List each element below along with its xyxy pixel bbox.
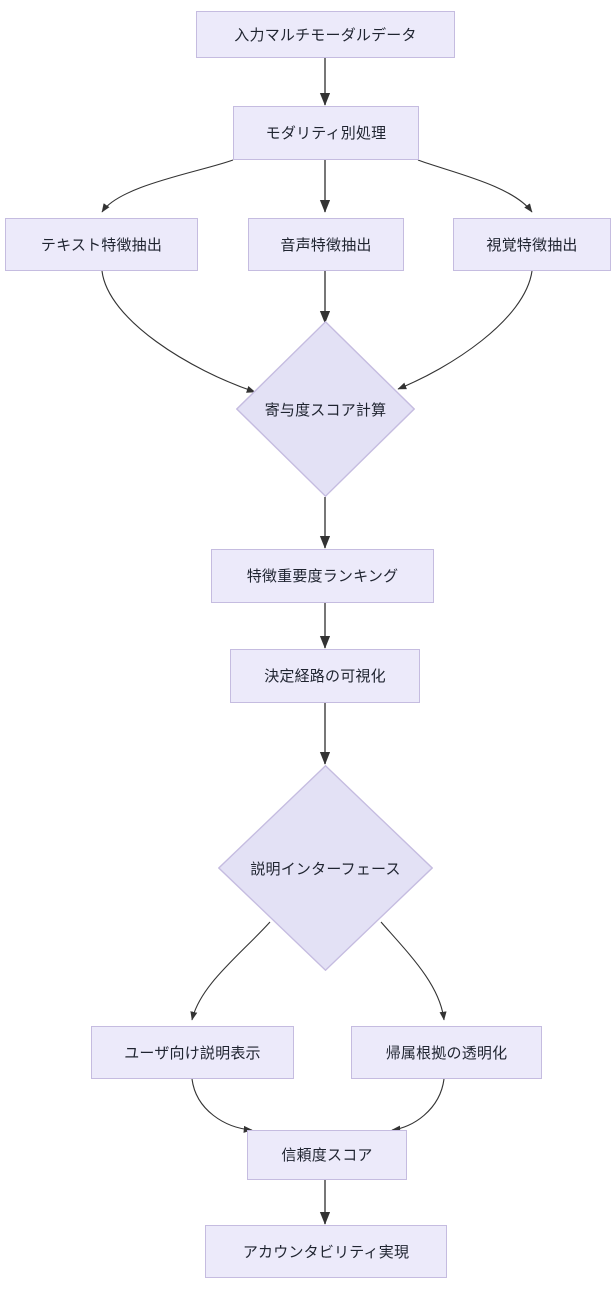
diamond-shape-explanation-interface — [218, 765, 433, 971]
node-explanation-interface[interactable]: 説明インターフェース — [218, 765, 433, 971]
node-modality[interactable]: モダリティ別処理 — [233, 106, 419, 160]
edge-interface-to-user-expl — [190, 921, 271, 1021]
node-user-facing-explanation-label: ユーザ向け説明表示 — [124, 1043, 261, 1062]
node-feature-importance-ranking-label: 特徴重要度ランキング — [246, 567, 399, 585]
node-visual-feature-extraction[interactable]: 視覚特徴抽出 — [453, 218, 611, 271]
node-attribution-transparency-label: 帰属根拠の透明化 — [385, 1043, 508, 1062]
node-accountability-realization[interactable]: アカウンタビリティ実現 — [205, 1225, 447, 1278]
diamond-shape-contribution-score — [236, 321, 415, 497]
node-text-feature-extraction[interactable]: テキスト特徴抽出 — [5, 218, 198, 271]
edge-interface-to-attribution — [380, 921, 447, 1021]
edge-modality-to-text-feat — [101, 159, 234, 213]
node-attribution-transparency[interactable]: 帰属根拠の透明化 — [351, 1026, 542, 1079]
node-contribution-score[interactable]: 寄与度スコア計算 — [236, 321, 415, 497]
node-feature-importance-ranking[interactable]: 特徴重要度ランキング — [211, 549, 434, 603]
node-audio-feature-extraction-label: 音声特徴抽出 — [280, 235, 372, 254]
node-modality-label: モダリティ別処理 — [265, 124, 387, 142]
node-contribution-score-label: 寄与度スコア計算 — [264, 400, 387, 419]
node-audio-feature-extraction[interactable]: 音声特徴抽出 — [248, 218, 404, 271]
node-visual-feature-extraction-label: 視覚特徴抽出 — [486, 235, 578, 254]
node-confidence-score[interactable]: 信頼度スコア — [247, 1130, 407, 1180]
node-explanation-interface-label: 説明インターフェース — [250, 859, 401, 878]
edge-attribution-to-confidence — [391, 1078, 445, 1133]
node-input-label: 入力マルチモーダルデータ — [234, 25, 417, 44]
node-accountability-realization-label: アカウンタビリティ実現 — [242, 1242, 410, 1261]
node-decision-path-visualization[interactable]: 決定経路の可視化 — [230, 649, 420, 703]
edge-user-expl-to-confidence — [191, 1078, 253, 1133]
edge-text-feat-to-contrib — [101, 270, 256, 393]
node-input[interactable]: 入力マルチモーダルデータ — [196, 11, 455, 58]
node-text-feature-extraction-label: テキスト特徴抽出 — [40, 235, 163, 254]
edge-visual-feat-to-contrib — [397, 270, 533, 390]
node-confidence-score-label: 信頼度スコア — [281, 1146, 373, 1164]
node-user-facing-explanation[interactable]: ユーザ向け説明表示 — [91, 1026, 294, 1079]
edge-modality-to-visual-feat — [417, 159, 533, 213]
node-decision-path-visualization-label: 決定経路の可視化 — [264, 667, 386, 685]
